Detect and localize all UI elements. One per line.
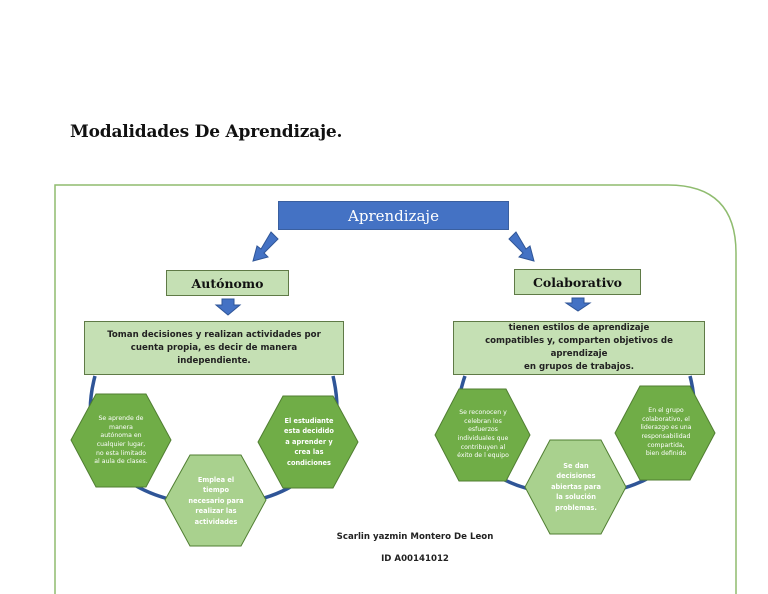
hexagon-autonomo-2 <box>164 454 267 547</box>
diagram-frame <box>54 184 737 594</box>
arrow-to-colaborativo <box>508 231 535 262</box>
hexagon-colaborativo-3-text: En el grupo colaborativo, el liderazgo e… <box>640 407 692 458</box>
author-name: Scarlin yazmin Montero De Leon <box>336 532 494 542</box>
root-node-aprendizaje: Aprendizaje <box>278 201 509 230</box>
category-autonomo: Autónomo <box>166 270 289 296</box>
hexagon-colaborativo-1 <box>434 388 531 482</box>
hexagon-autonomo-2-text: Emplea el tiempo necesario para realizar… <box>188 475 244 526</box>
hexagon-autonomo-3-text: El estudiante esta decidido a aprender y… <box>284 416 334 467</box>
hexagon-autonomo-1-text: Se aprende de manera autónoma en cualqui… <box>94 415 148 466</box>
hexagon-autonomo-3 <box>257 395 359 489</box>
author-signature: Scarlin yazmin Montero De Leon ID A00141… <box>300 521 530 576</box>
hexagon-colaborativo-1-text: Se reconocen y celebran los esfuerzos in… <box>457 409 509 460</box>
hexagon-autonomo-1 <box>70 393 172 488</box>
description-autonomo: Toman decisiones y realizan actividades … <box>84 321 344 375</box>
description-colaborativo: tienen estilos de aprendizaje compatible… <box>453 321 705 375</box>
arrow-to-autonomo <box>252 231 279 262</box>
hexagon-colaborativo-2 <box>524 439 627 535</box>
hexagon-colaborativo-3 <box>614 385 716 481</box>
author-id: ID A00141012 <box>381 554 449 564</box>
arrow-down-autonomo <box>214 298 242 316</box>
category-colaborativo: Colaborativo <box>514 269 641 295</box>
arrow-down-colaborativo <box>564 297 592 312</box>
page-title: Modalidades De Aprendizaje. <box>70 122 343 142</box>
hexagon-colaborativo-2-text: Se dan decisiones abiertas para la soluc… <box>551 461 601 512</box>
